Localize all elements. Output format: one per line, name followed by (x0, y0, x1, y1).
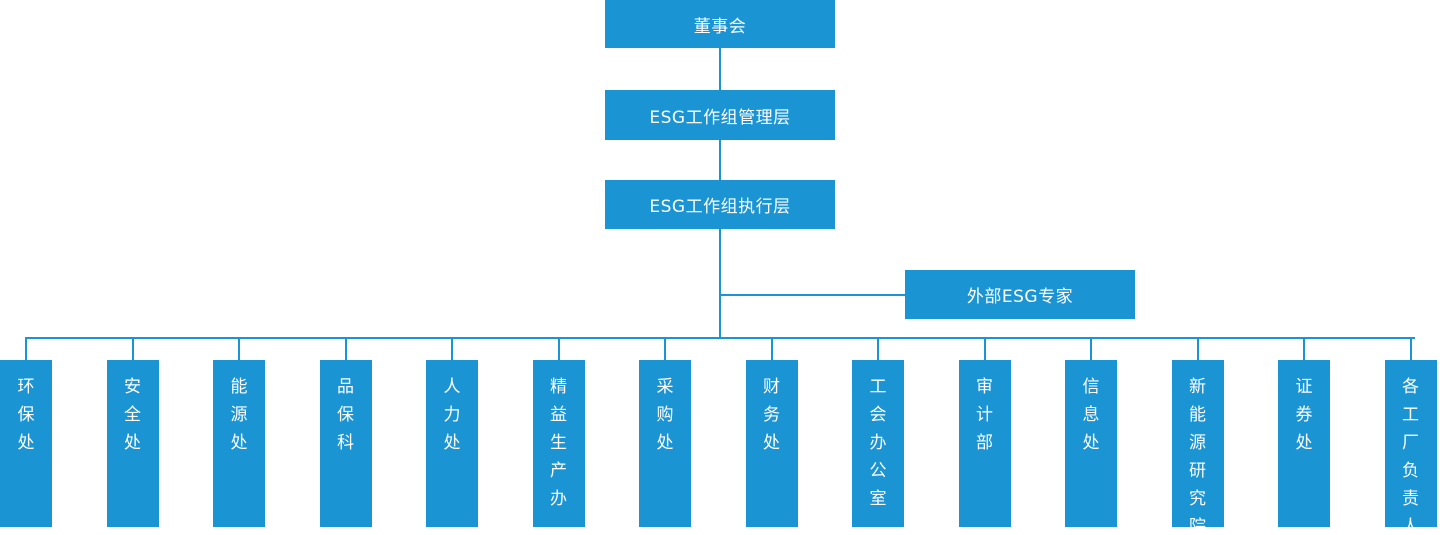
node-dept-new-energy-institute-char: 源 (1189, 433, 1206, 453)
node-dept-hr-char: 力 (443, 405, 461, 425)
node-dept-securities-char: 证 (1295, 377, 1313, 397)
connector-bus-to-dept-factory-leaders (1409, 337, 1412, 360)
node-external-esg-expert-label: 外部ESG专家 (966, 287, 1074, 307)
node-dept-lean-production[interactable]: 精益生产办 (532, 360, 585, 527)
node-esg-management[interactable]: ESG工作组管理层 (605, 90, 835, 140)
connector-bus-to-dept-information (1090, 337, 1092, 360)
node-dept-audit-char: 计 (976, 405, 993, 425)
node-dept-union-office-char: 室 (869, 489, 887, 509)
node-dept-finance-char: 财 (763, 377, 780, 397)
node-dept-information-char: 处 (1082, 433, 1100, 453)
node-dept-securities-char: 处 (1295, 433, 1313, 453)
connector-trunk-to-external-expert (719, 294, 905, 296)
node-dept-union-office-char: 会 (869, 405, 887, 425)
node-dept-information[interactable]: 信息处 (1065, 360, 1117, 527)
node-dept-audit-char: 审 (976, 377, 993, 397)
node-dept-lean-production-char: 生 (550, 433, 567, 453)
node-dept-quality[interactable]: 品保科 (319, 360, 372, 527)
connector-bus-to-dept-environment (25, 337, 27, 360)
connector-execution-trunk (719, 229, 721, 339)
connector-board-to-management (719, 48, 721, 90)
connector-management-to-execution (719, 140, 721, 180)
node-dept-hr-char: 处 (443, 433, 461, 453)
node-dept-safety-char: 全 (124, 405, 141, 425)
node-dept-quality-char: 科 (337, 433, 354, 453)
node-dept-energy-char: 能 (230, 377, 248, 397)
node-dept-hr[interactable]: 人力处 (426, 360, 478, 527)
node-dept-environment-char: 环 (17, 377, 35, 397)
node-dept-new-energy-institute-char: 院 (1189, 517, 1206, 535)
node-dept-securities[interactable]: 证券处 (1278, 360, 1330, 527)
node-dept-procurement-char: 处 (656, 433, 674, 453)
connector-department-bus (25, 337, 1415, 339)
connector-bus-to-dept-quality (344, 337, 347, 360)
node-dept-quality-char: 保 (337, 405, 354, 425)
node-dept-factory-leaders-char: 人 (1402, 517, 1419, 535)
node-dept-new-energy-institute-char: 研 (1189, 461, 1206, 481)
node-dept-new-energy-institute-char: 新 (1189, 377, 1206, 397)
node-dept-information-char: 信 (1082, 377, 1100, 397)
node-dept-union-office-char: 工 (869, 377, 887, 397)
node-dept-quality-char: 品 (337, 377, 354, 397)
node-dept-hr-char: 人 (443, 377, 461, 397)
connector-bus-to-dept-new-energy-institute (1196, 337, 1199, 360)
node-dept-union-office-char: 办 (869, 433, 887, 453)
node-dept-lean-production-char: 产 (550, 461, 567, 481)
node-dept-safety-char: 安 (124, 377, 141, 397)
node-esg-execution-label: ESG工作组执行层 (649, 197, 791, 217)
node-dept-lean-production-char: 益 (550, 405, 567, 425)
connector-bus-to-dept-finance (770, 337, 773, 360)
node-dept-union-office-char: 公 (869, 461, 887, 481)
node-dept-finance[interactable]: 财务处 (745, 360, 798, 527)
node-dept-audit-char: 部 (976, 433, 993, 453)
node-dept-safety[interactable]: 安全处 (106, 360, 159, 527)
node-dept-new-energy-institute-char: 究 (1189, 489, 1206, 509)
connector-bus-to-dept-energy (238, 337, 240, 360)
connector-bus-to-dept-audit (983, 337, 986, 360)
node-dept-environment-char: 处 (17, 433, 35, 453)
node-dept-finance-char: 处 (763, 433, 780, 453)
node-external-esg-expert[interactable]: 外部ESG专家 (905, 270, 1135, 319)
node-dept-energy-char: 处 (230, 433, 248, 453)
node-dept-securities-char: 券 (1295, 405, 1313, 425)
node-dept-energy[interactable]: 能源处 (213, 360, 265, 527)
node-dept-new-energy-institute-char: 能 (1189, 405, 1206, 425)
connector-bus-to-dept-union-office (877, 337, 879, 360)
node-dept-finance-char: 务 (763, 405, 780, 425)
node-dept-information-char: 息 (1082, 405, 1100, 425)
node-dept-factory-leaders-char: 责 (1402, 489, 1419, 509)
node-dept-factory-leaders-char: 厂 (1402, 433, 1419, 453)
connector-bus-to-dept-hr (451, 337, 453, 360)
connector-bus-to-dept-procurement (664, 337, 666, 360)
node-dept-procurement[interactable]: 采购处 (639, 360, 691, 527)
node-dept-procurement-char: 购 (656, 405, 674, 425)
node-dept-lean-production-char: 精 (550, 377, 567, 397)
node-dept-factory-leaders[interactable]: 各工厂负责人 (1384, 360, 1437, 535)
node-dept-audit[interactable]: 审计部 (958, 360, 1011, 527)
connector-bus-to-dept-lean-production (557, 337, 560, 360)
node-dept-factory-leaders-char: 负 (1402, 461, 1419, 481)
connector-bus-to-dept-securities (1303, 337, 1305, 360)
node-dept-safety-char: 处 (124, 433, 141, 453)
node-dept-environment[interactable]: 环保处 (0, 360, 52, 527)
node-esg-execution[interactable]: ESG工作组执行层 (605, 180, 835, 229)
node-board[interactable]: 董事会 (605, 0, 835, 48)
node-board-label: 董事会 (693, 16, 747, 37)
node-dept-factory-leaders-char: 工 (1402, 405, 1419, 425)
connector-bus-to-dept-safety (131, 337, 134, 360)
node-dept-procurement-char: 采 (656, 377, 674, 397)
node-esg-management-label: ESG工作组管理层 (649, 107, 791, 128)
node-dept-lean-production-char: 办 (550, 489, 567, 509)
node-dept-new-energy-institute[interactable]: 新能源研究院 (1171, 360, 1224, 535)
node-dept-union-office[interactable]: 工会办公室 (852, 360, 904, 527)
node-dept-energy-char: 源 (230, 405, 248, 425)
node-dept-factory-leaders-char: 各 (1402, 377, 1419, 397)
node-dept-environment-char: 保 (17, 405, 35, 425)
